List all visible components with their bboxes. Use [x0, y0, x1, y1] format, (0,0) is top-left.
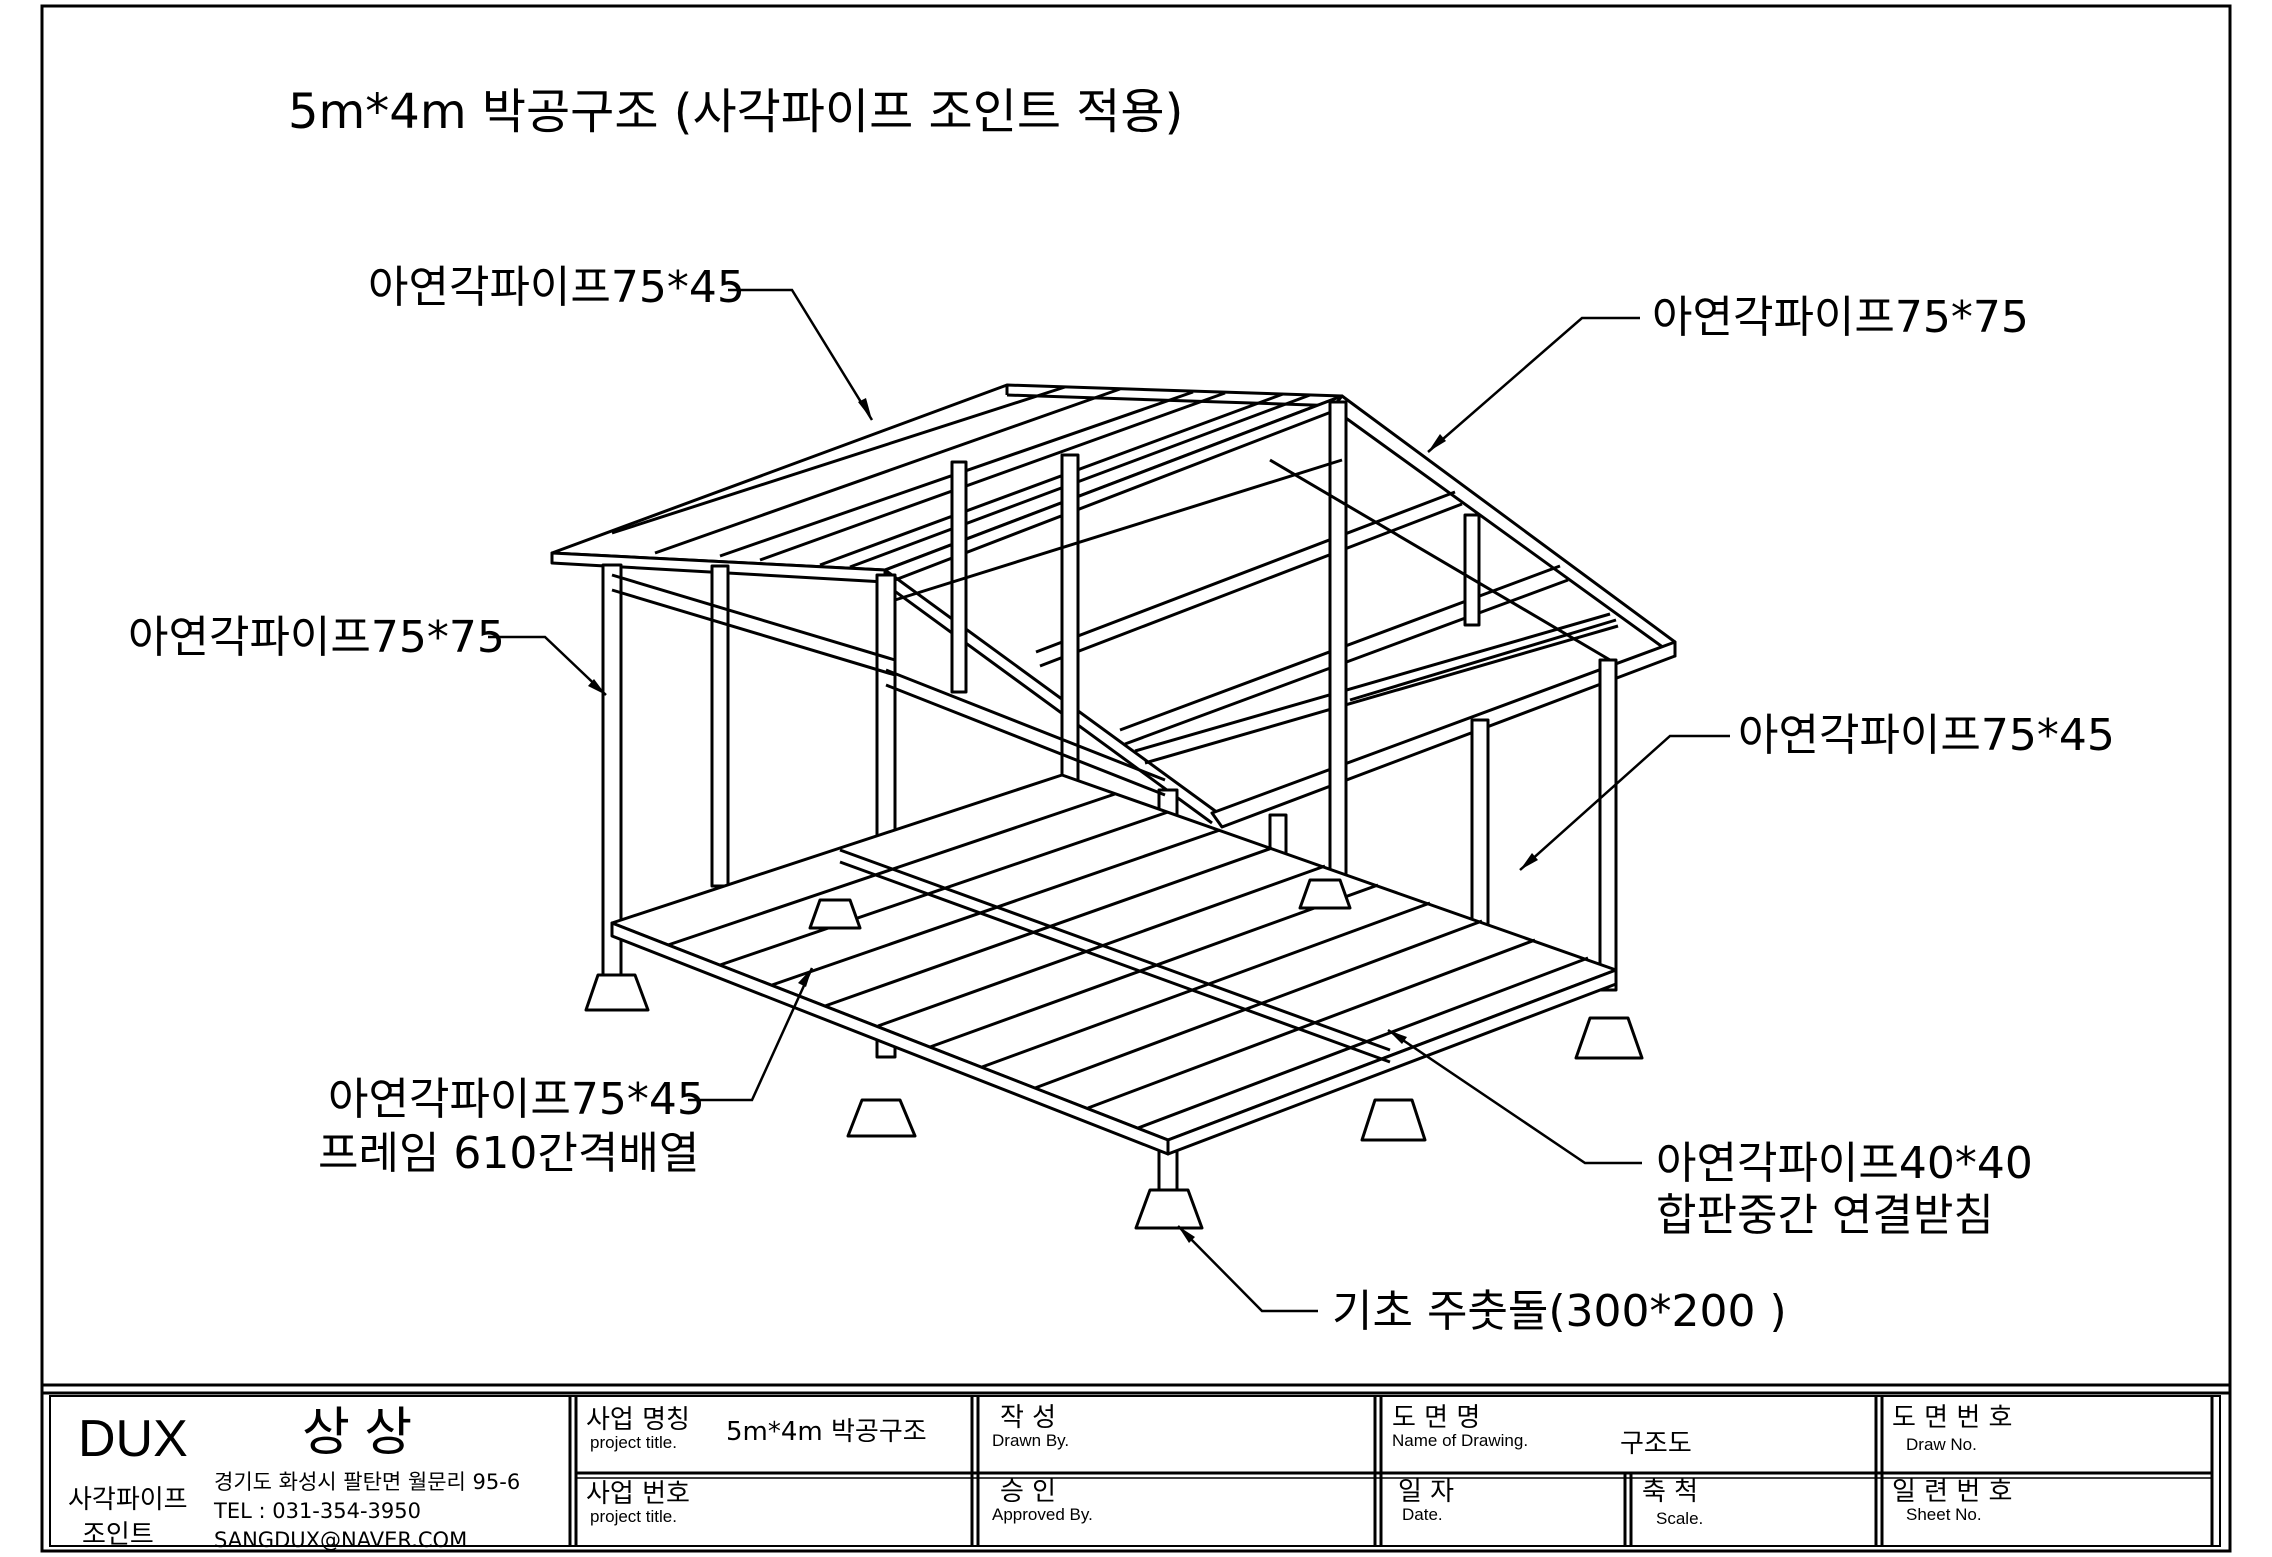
project-no-label: 사업 번호 — [586, 1479, 690, 1509]
company-logo: DUX — [78, 1410, 188, 1468]
callout-mid-support: 아연각파이프40*40 — [1656, 1138, 2033, 1189]
company-subtitle-2: 조인트 — [82, 1520, 154, 1550]
sheet-no-label-en: Sheet No. — [1906, 1505, 1982, 1524]
title-block: DUX 상 상 사각파이프 조인트 경기도 화성시 팔탄면 월문리 95-6 T… — [40, 1383, 2232, 1553]
foundation-blocks — [584, 878, 1644, 1230]
callout-floor-frame-note: 프레임 610간격배열 — [318, 1128, 699, 1179]
project-name-label: 사업 명칭 — [586, 1405, 690, 1435]
company-tel: TEL : 031-354-3950 — [213, 1499, 421, 1523]
callout-foundation: 기초 주춧돌(300*200 ) — [1332, 1286, 1787, 1337]
callout-mid-support-note: 합판중간 연결받침 — [1656, 1190, 1994, 1241]
drawing-name-value: 구조도 — [1620, 1429, 1692, 1459]
callout-gable-right: 아연각파이프75*75 — [1652, 292, 2029, 343]
company-subtitle-1: 사각파이프 — [68, 1485, 188, 1515]
approved-by-label-en: Approved By. — [992, 1505, 1093, 1524]
callout-rafter-top: 아연각파이프75*45 — [368, 262, 745, 313]
sheet-no-label: 일 련 번 호 — [1892, 1477, 2012, 1507]
company-email: SANGDUX@NAVER.COM — [214, 1528, 467, 1552]
drawn-by-label-en: Drawn By. — [992, 1431, 1069, 1450]
project-name-value: 5m*4m 박공구조 — [726, 1417, 927, 1447]
scale-label-en: Scale. — [1656, 1509, 1703, 1528]
scale-label: 축 척 — [1642, 1477, 1698, 1507]
date-label-en: Date. — [1402, 1505, 1443, 1524]
drawing-title: 5m*4m 박공구조 (사각파이프 조인트 적용) — [288, 84, 1183, 140]
wall-ties — [611, 458, 1617, 797]
callout-floor-frame: 아연각파이프75*45 — [328, 1074, 705, 1125]
drawing-name-label: 도 면 명 — [1392, 1403, 1480, 1433]
structure-drawing — [550, 383, 1677, 1230]
drawn-by-label: 작 성 — [1000, 1403, 1056, 1433]
company-address: 경기도 화성시 팔탄면 월문리 95-6 — [214, 1470, 520, 1494]
draw-no-label-en: Draw No. — [1906, 1435, 1977, 1454]
callout-leaders — [488, 288, 1730, 1313]
drawing-name-label-en: Name of Drawing. — [1392, 1431, 1528, 1450]
floor-frame — [610, 773, 1618, 1156]
project-no-label-en: project title. — [590, 1507, 677, 1526]
company-name: 상 상 — [302, 1404, 412, 1462]
draw-no-label: 도 면 번 호 — [1892, 1403, 2012, 1433]
date-label: 일 자 — [1398, 1477, 1454, 1507]
callout-labels: 아연각파이프75*45 아연각파이프75*75 아연각파이프75*75 아연각파… — [128, 262, 2115, 1337]
sheet-border — [40, 4, 2232, 1553]
callout-post-left: 아연각파이프75*75 — [128, 612, 505, 663]
project-name-label-en: project title. — [590, 1433, 677, 1452]
callout-post-right: 아연각파이프75*45 — [1738, 710, 2115, 761]
approved-by-label: 승 인 — [1000, 1477, 1056, 1507]
